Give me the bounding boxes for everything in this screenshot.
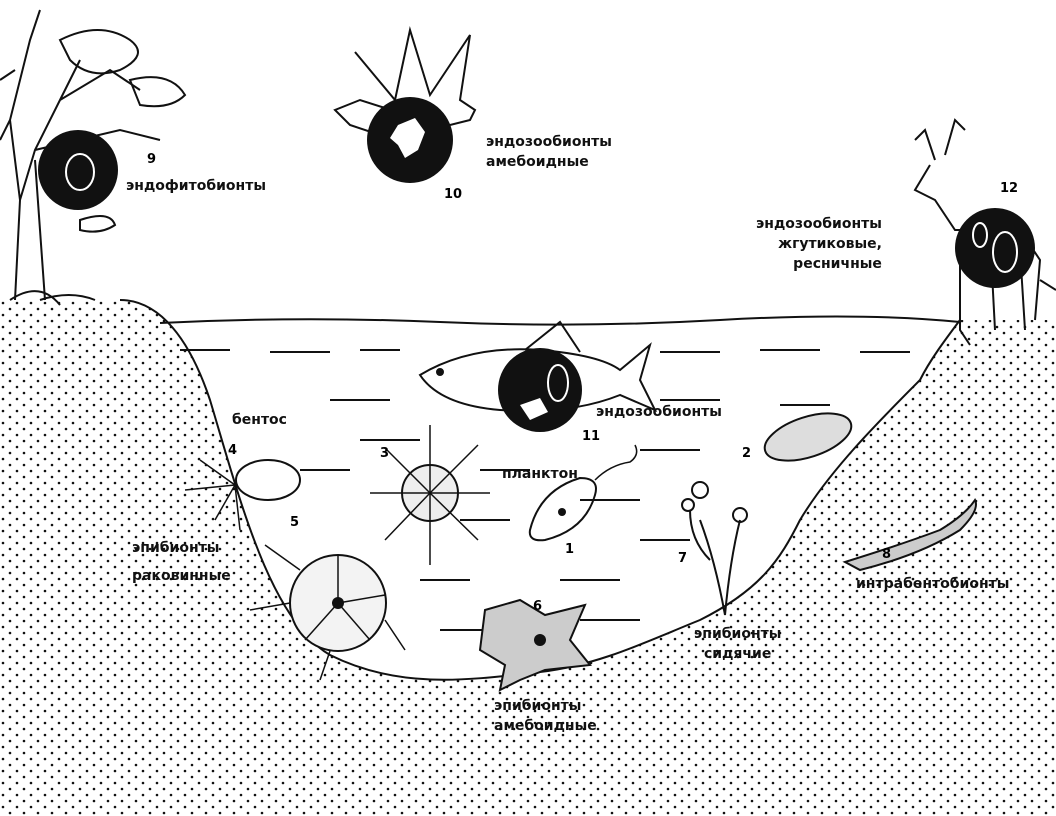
label-line: раковинные bbox=[132, 566, 231, 586]
label-epibionts-shelled: эпибионты раковинные bbox=[132, 538, 231, 586]
number-2: 2 bbox=[742, 446, 751, 461]
label-line: эндозообионты bbox=[486, 132, 612, 152]
number-3: 3 bbox=[380, 446, 389, 461]
number-8: 8 bbox=[882, 547, 891, 562]
goat-inset bbox=[955, 208, 1035, 288]
label-endozoo-flagellate: эндозообионты жгутиковые, ресничные bbox=[756, 214, 882, 274]
label-endophytobionts: эндофитобионты bbox=[126, 176, 266, 196]
organism-7-vorticella bbox=[682, 482, 747, 615]
number-11: 11 bbox=[582, 429, 600, 444]
endophyto-inset bbox=[38, 130, 118, 210]
number-6: 6 bbox=[533, 599, 542, 614]
label-line: эпибионты bbox=[694, 624, 781, 644]
amoeba-nucleus bbox=[534, 634, 546, 646]
number-12: 12 bbox=[1000, 181, 1018, 196]
label-intrabenthobionts: интрабентобионты bbox=[856, 574, 1009, 594]
label-line: амебоидные bbox=[486, 152, 612, 172]
number-4: 4 bbox=[228, 443, 237, 458]
number-10: 10 bbox=[444, 187, 462, 202]
number-1: 1 bbox=[565, 542, 574, 557]
number-5: 5 bbox=[290, 515, 299, 530]
label-line: эндозообионты bbox=[756, 214, 882, 234]
label-endozoo-fish: эндозообионты bbox=[596, 402, 722, 422]
label-line: амебоидные bbox=[494, 716, 597, 736]
label-line: ресничные bbox=[792, 254, 882, 274]
organism-2-ciliate bbox=[759, 404, 857, 470]
label-benthos: бентос bbox=[232, 410, 287, 430]
label-line: жгутиковые, bbox=[774, 234, 882, 254]
label-plankton: планктон bbox=[502, 464, 578, 484]
label-line: эпибионты bbox=[494, 696, 597, 716]
organism-1-paramecium bbox=[530, 445, 637, 540]
label-endozoo-amoeboid: эндозообионты амебоидные bbox=[486, 132, 612, 172]
label-epibionts-sessile: эпибионты сидячие bbox=[694, 624, 781, 664]
label-line: сидячие bbox=[704, 644, 781, 664]
number-7: 7 bbox=[678, 551, 687, 566]
label-epibionts-amoeboid: эпибионты амебоидные bbox=[494, 696, 597, 736]
label-line: эпибионты bbox=[132, 538, 231, 558]
number-9: 9 bbox=[147, 152, 156, 167]
fish-inset bbox=[498, 348, 582, 432]
